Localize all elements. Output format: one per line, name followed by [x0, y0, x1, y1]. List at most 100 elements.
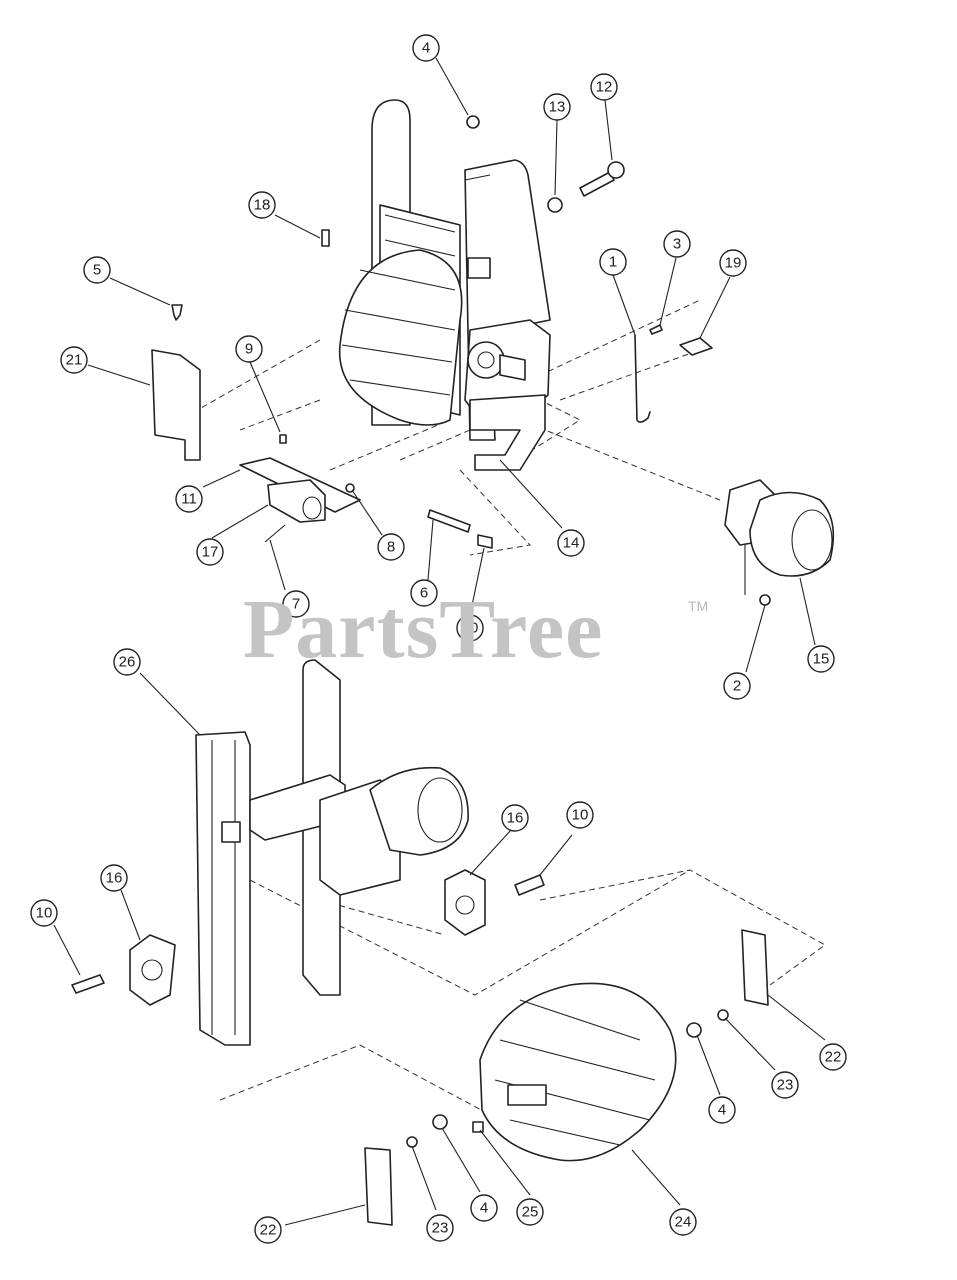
- svg-text:6: 6: [420, 585, 428, 602]
- callout-23-right: 23: [771, 1071, 799, 1099]
- svg-text:18: 18: [254, 197, 271, 214]
- svg-text:4: 4: [480, 1200, 488, 1217]
- bolt-10-right: [514, 874, 545, 896]
- svg-text:21: 21: [66, 352, 83, 369]
- svg-text:9: 9: [245, 341, 253, 358]
- svg-text:23: 23: [777, 1077, 794, 1094]
- lower-assembly: [71, 659, 826, 1226]
- shield: [151, 349, 201, 461]
- callout-7: 7: [282, 590, 310, 618]
- callout-6: 6: [410, 579, 438, 607]
- upper-assembly: [151, 99, 835, 606]
- callout-17: 17: [196, 538, 224, 566]
- callout-2: 2: [723, 672, 751, 700]
- svg-text:26: 26: [119, 654, 136, 671]
- frame-26: [195, 731, 251, 1046]
- drum-shaft: [507, 1084, 547, 1106]
- callout-20: 20: [456, 614, 484, 642]
- callout-1: 1: [599, 248, 627, 276]
- svg-text:14: 14: [563, 535, 580, 552]
- callout-9: 9: [235, 335, 263, 363]
- watermark-logo: PartsTree: [243, 583, 604, 676]
- nut-9: [279, 434, 287, 444]
- nut-4-right: [686, 1022, 702, 1038]
- clip-19: [679, 337, 713, 356]
- nut-4-left: [432, 1114, 448, 1130]
- callout-23-left: 23: [426, 1214, 454, 1242]
- watermark-trademark: TM: [688, 598, 709, 614]
- callout-18: 18: [248, 191, 276, 219]
- callout-12: 12: [590, 73, 618, 101]
- bearing-block: [267, 479, 326, 523]
- svg-text:24: 24: [675, 1214, 692, 1231]
- svg-text:4: 4: [718, 1102, 726, 1119]
- svg-text:12: 12: [596, 79, 613, 96]
- svg-text:15: 15: [813, 651, 830, 668]
- key-25: [472, 1121, 484, 1133]
- bolt-3: [649, 324, 663, 335]
- callout-4-right: 4: [708, 1096, 736, 1124]
- callout-8: 8: [377, 533, 405, 561]
- callout-22-right: 22: [819, 1043, 847, 1071]
- svg-text:10: 10: [572, 807, 589, 824]
- svg-text:3: 3: [673, 236, 681, 253]
- callout-10-left: 10: [30, 899, 58, 927]
- lower-bracket: [469, 394, 546, 471]
- bolt-6: [427, 509, 471, 533]
- bolt-10-left: [71, 974, 105, 994]
- screw-5: [171, 304, 183, 321]
- upper-guide-lines: [179, 299, 721, 556]
- callout-14: 14: [557, 529, 585, 557]
- rotor-drum: [338, 204, 463, 426]
- bracket-plate-22-left: [364, 1147, 393, 1226]
- motor: [724, 479, 835, 595]
- svg-text:13: 13: [549, 99, 566, 116]
- callout-15: 15: [807, 645, 835, 673]
- callout-4-top: 4: [412, 34, 440, 62]
- nut-13: [547, 197, 563, 213]
- washer-23-right: [717, 1009, 729, 1021]
- callout-22-left: 22: [254, 1216, 282, 1244]
- callout-19: 19: [719, 249, 747, 277]
- drum-24: [479, 982, 677, 1162]
- gearbox-bearing: [467, 341, 505, 379]
- washer-23-left: [406, 1136, 418, 1148]
- callout-3: 3: [663, 230, 691, 258]
- callout-25: 25: [516, 1198, 544, 1226]
- svg-text:5: 5: [93, 262, 101, 279]
- callout-16-left: 16: [100, 864, 128, 892]
- callout-bubbles: 4 13 12 18 5 1 3 19 21 9 11 17 7 8 6 20 …: [30, 34, 847, 1244]
- svg-text:17: 17: [202, 544, 219, 561]
- callout-11: 11: [175, 485, 203, 513]
- callout-5: 5: [83, 256, 111, 284]
- svg-text:2: 2: [733, 678, 741, 695]
- nut-2: [759, 594, 771, 606]
- svg-text:10: 10: [36, 905, 53, 922]
- bolt-12: [579, 171, 615, 197]
- pin-18: [321, 229, 330, 247]
- nut-4-upper: [466, 115, 480, 129]
- svg-text:11: 11: [181, 491, 197, 508]
- svg-text:16: 16: [507, 810, 524, 827]
- svg-text:23: 23: [432, 1220, 449, 1237]
- bracket-plate-22-right: [741, 929, 769, 1006]
- motor-lower: [369, 766, 469, 856]
- callout-21: 21: [60, 346, 88, 374]
- svg-text:22: 22: [825, 1049, 842, 1066]
- svg-text:4: 4: [422, 40, 430, 57]
- rod-1: [634, 334, 651, 423]
- svg-text:25: 25: [522, 1204, 539, 1221]
- callout-26: 26: [113, 648, 141, 676]
- svg-text:8: 8: [387, 539, 395, 556]
- svg-text:19: 19: [725, 255, 742, 272]
- svg-text:20: 20: [462, 620, 479, 637]
- bearing-flange-16-left: [129, 934, 176, 1006]
- svg-text:16: 16: [106, 870, 123, 887]
- plate-slot: [467, 257, 491, 279]
- callout-10-right: 10: [566, 801, 594, 829]
- svg-text:1: 1: [609, 254, 617, 271]
- spacer-20: [477, 534, 493, 549]
- svg-text:22: 22: [260, 1222, 277, 1239]
- callout-13: 13: [543, 93, 571, 121]
